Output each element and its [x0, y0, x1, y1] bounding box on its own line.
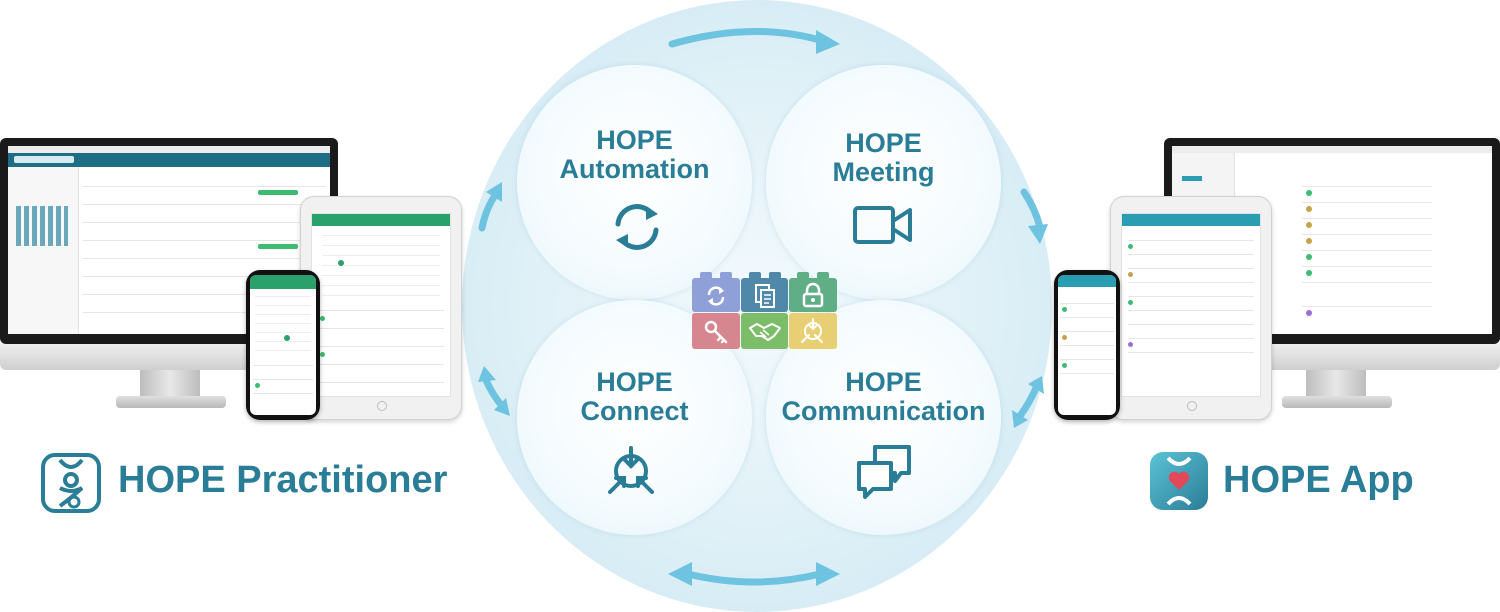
communication-title-line1: HOPE	[845, 367, 922, 397]
practitioner-monitor-screen	[8, 146, 330, 334]
left-top-arrow-icon	[478, 182, 502, 232]
connect-title-line2: Connect	[580, 396, 689, 426]
practitioner-tablet-screen	[311, 213, 451, 397]
sync-icon	[615, 204, 659, 250]
automation-title-line1: HOPE	[596, 125, 673, 155]
left-bottom-arrow-icon	[478, 366, 510, 416]
practitioner-monitor	[0, 138, 338, 344]
bottom-arrow-icon	[668, 562, 840, 586]
app-phone	[1054, 270, 1120, 420]
sync-icon	[707, 286, 725, 306]
connect-arrows-icon	[801, 318, 823, 343]
practitioner-phone-screen	[250, 275, 316, 415]
automation-title-line2: Automation	[559, 154, 710, 184]
keys-icon	[704, 320, 728, 344]
grid-tile-sync	[692, 278, 740, 312]
hope-app-logo-icon	[1150, 452, 1208, 510]
top-arrow-icon	[668, 27, 840, 54]
hope-app-label: HOPE App	[1223, 459, 1414, 501]
right-top-arrow-icon	[1020, 188, 1048, 244]
practitioner-tablet	[300, 196, 462, 420]
connect-title-line1: HOPE	[596, 367, 673, 397]
center-module-grid	[692, 270, 842, 354]
meeting-title-line2: Meeting	[832, 157, 935, 187]
video-camera-icon	[853, 206, 912, 244]
automation-circle	[517, 65, 752, 300]
documents-icon	[755, 284, 775, 308]
meeting-circle	[766, 65, 1001, 300]
automation-title: HOPE Automation	[517, 126, 752, 184]
app-phone-screen	[1058, 275, 1116, 415]
lock-icon	[802, 282, 824, 308]
app-tablet-screen	[1121, 213, 1261, 397]
connect-title: HOPE Connect	[517, 368, 752, 426]
app-devices	[1048, 130, 1500, 430]
connect-arrows-icon	[608, 446, 654, 494]
hope-practitioner-label: HOPE Practitioner	[118, 459, 448, 501]
practitioner-phone	[246, 270, 320, 420]
meeting-title-line1: HOPE	[845, 128, 922, 158]
right-bottom-arrow-icon	[1012, 376, 1044, 428]
chat-bubbles-icon	[857, 445, 911, 499]
communication-title-line2: Communication	[781, 396, 986, 426]
communication-title: HOPE Communication	[766, 368, 1001, 426]
meeting-title: HOPE Meeting	[766, 129, 1001, 187]
practitioner-devices	[0, 130, 470, 430]
hope-practitioner-logo-icon	[41, 453, 101, 513]
handshake-icon	[749, 323, 781, 341]
app-tablet	[1110, 196, 1272, 420]
